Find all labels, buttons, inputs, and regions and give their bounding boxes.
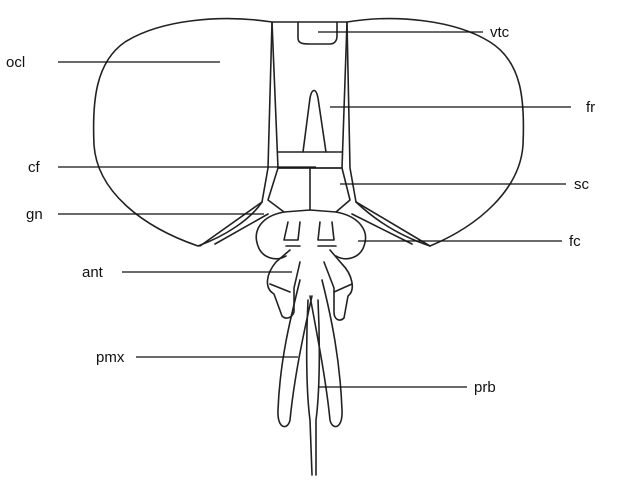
clypeus-left [268, 168, 310, 212]
gena-right-inner [352, 214, 412, 244]
antenna-left [267, 250, 300, 318]
label-pmx: pmx [96, 349, 125, 366]
label-sc: sc [574, 176, 590, 193]
vertex-box [298, 22, 337, 44]
antenna-socket-left [284, 222, 300, 246]
gena-left [200, 202, 262, 246]
antenna-socket-right [318, 222, 336, 246]
label-gn: gn [26, 206, 43, 223]
frontal-ridge [303, 91, 326, 153]
antenna-left-tip [270, 284, 290, 292]
label-ocl: ocl [6, 54, 25, 71]
proboscis [307, 300, 320, 475]
label-cf: cf [28, 159, 41, 176]
label-ant: ant [82, 264, 104, 281]
gena-right [356, 202, 430, 246]
clypeus-right [310, 168, 350, 212]
label-fc: fc [569, 233, 581, 250]
label-vtc: vtc [490, 24, 510, 41]
label-prb: prb [474, 379, 496, 396]
label-fr: fr [586, 99, 595, 116]
left-compound-eye [94, 19, 272, 246]
maxillary-palp-right [310, 280, 342, 427]
antenna-right-tip [334, 284, 352, 292]
